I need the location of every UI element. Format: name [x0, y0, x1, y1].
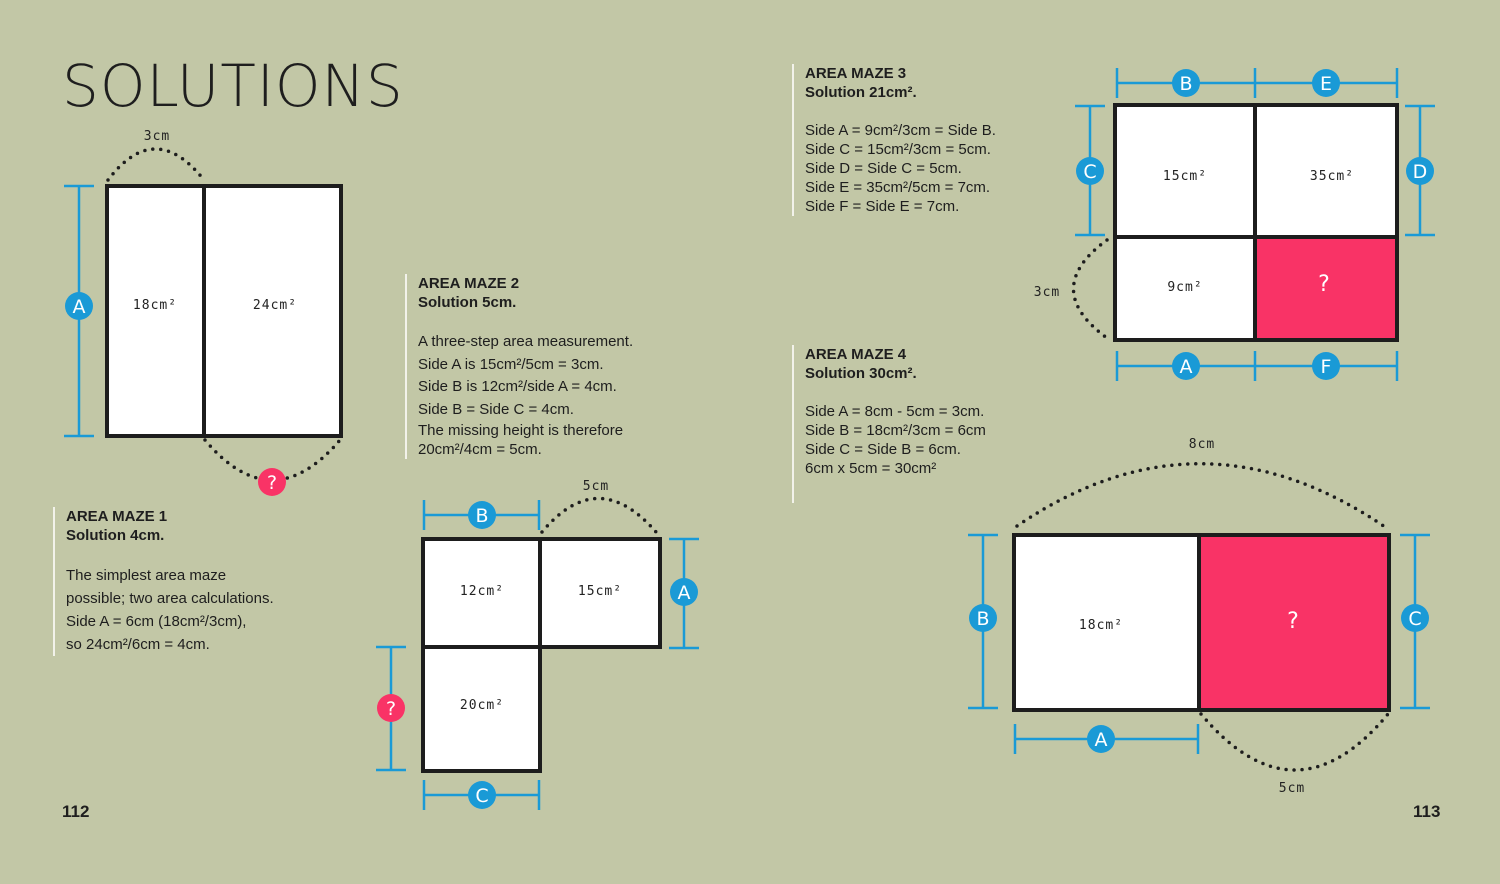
maze4-heading: AREA MAZE 4	[805, 346, 907, 363]
maze1-solution: Solution 4cm.	[66, 527, 165, 544]
maze3-heading: AREA MAZE 3	[805, 65, 907, 82]
unknown-marker	[258, 468, 286, 496]
maze1-line: so 24cm²/6cm = 4cm.	[66, 636, 210, 653]
maze3-line: Side E = 35cm²/5cm = 7cm.	[805, 179, 991, 196]
side-c-label: C	[475, 785, 488, 807]
side-a-label: A	[1095, 729, 1108, 751]
maze2-text: AREA MAZE 2 Solution 5cm. A three-step a…	[405, 274, 633, 459]
maze4-cell-1: 18cm²	[1079, 618, 1123, 633]
maze3-line: Side F = Side E = 7cm.	[805, 198, 960, 215]
side-e-label: E	[1320, 73, 1332, 95]
maze3-unknown: ?	[1318, 272, 1330, 297]
maze1-line: possible; two area calculations.	[66, 590, 274, 607]
side-c-label: C	[1083, 161, 1096, 183]
maze2-diagram: 12cm² 15cm² 20cm² B A C ? 5cm	[376, 479, 699, 810]
maze2-line: Side B is 12cm²/side A = 4cm.	[418, 378, 617, 395]
maze1-heading: AREA MAZE 1	[66, 508, 168, 525]
maze1-outer	[105, 184, 343, 438]
maze2-line: Side A is 15cm²/5cm = 3cm.	[418, 355, 604, 373]
maze3-diagram: 15cm² 35cm² 9cm² ? B E C D A F 3cm	[1034, 68, 1435, 381]
maze1-arc-label: 3cm	[144, 129, 170, 144]
maze2-cell-1: 12cm²	[460, 584, 504, 599]
maze1-line: The simplest area maze	[66, 567, 227, 584]
page-number-right: 113	[1413, 802, 1441, 821]
page-title: SOLUTIONS	[62, 52, 404, 120]
unknown-label: ?	[386, 698, 396, 720]
maze2-line: 20cm²/4cm = 5cm.	[418, 441, 542, 458]
maze2-line: The missing height is therefore	[418, 422, 624, 439]
side-d-label: D	[1413, 161, 1428, 183]
side-c-label: C	[1408, 608, 1421, 630]
maze4-arc-top-label: 8cm	[1189, 437, 1215, 452]
maze3-line: Side D = Side C = 5cm.	[805, 160, 962, 177]
maze3-line: Side C = 15cm²/3cm = 5cm.	[805, 141, 991, 158]
maze3-cell-2: 35cm²	[1310, 169, 1354, 184]
maze2-line: Side B = Side C = 4cm.	[418, 400, 574, 418]
side-f-label: F	[1321, 356, 1332, 378]
maze2-cell-3: 20cm²	[460, 698, 504, 713]
side-a-label: A	[73, 296, 86, 318]
maze3-cell-1: 15cm²	[1163, 169, 1207, 184]
maze3-line: Side A = 9cm²/3cm = Side B.	[805, 122, 996, 139]
side-b-label: B	[976, 608, 989, 630]
unknown-label: ?	[267, 472, 277, 494]
maze1-cell-2: 24cm²	[253, 298, 297, 313]
maze4-text: AREA MAZE 4 Solution 30cm². Side A = 8cm…	[792, 345, 986, 503]
maze2-heading: AREA MAZE 2	[418, 275, 520, 292]
maze4-solution: Solution 30cm².	[805, 365, 917, 382]
maze3-text: AREA MAZE 3 Solution 21cm². Side A = 9cm…	[792, 64, 996, 216]
maze4-unknown: ?	[1287, 609, 1299, 634]
side-b-label: B	[475, 505, 488, 527]
maze1-line: Side A = 6cm (18cm²/3cm),	[66, 613, 247, 630]
maze4-line: Side A = 8cm - 5cm = 3cm.	[805, 403, 985, 420]
maze4-line: Side B = 18cm²/3cm = 6cm	[805, 422, 986, 439]
maze2-solution: Solution 5cm.	[418, 294, 517, 311]
maze4-diagram: 18cm² ? B C A 8cm 5cm	[968, 437, 1430, 796]
maze1-text: AREA MAZE 1 Solution 4cm. The simplest a…	[53, 507, 274, 656]
side-a-label: A	[1180, 356, 1193, 378]
maze2-cell-2: 15cm²	[578, 584, 622, 599]
maze3-arc-label: 3cm	[1034, 285, 1060, 300]
maze3-solution: Solution 21cm².	[805, 84, 917, 101]
maze3-cell-3: 9cm²	[1167, 280, 1202, 295]
side-b-label: B	[1179, 73, 1192, 95]
side-a-label: A	[678, 582, 691, 604]
side-a-marker	[65, 292, 93, 320]
maze4-line: 6cm x 5cm = 30cm²	[805, 460, 937, 477]
maze2-line: A three-step area measurement.	[418, 333, 634, 350]
maze1-cell-1: 18cm²	[133, 298, 177, 313]
maze4-arc-bottom-label: 5cm	[1279, 781, 1305, 796]
maze1-diagram: 18cm² 24cm² A 3cm ?	[64, 129, 343, 496]
maze4-line: Side C = Side B = 6cm.	[805, 441, 961, 458]
page-number-left: 112	[62, 802, 90, 821]
maze2-arc-label: 5cm	[583, 479, 609, 494]
